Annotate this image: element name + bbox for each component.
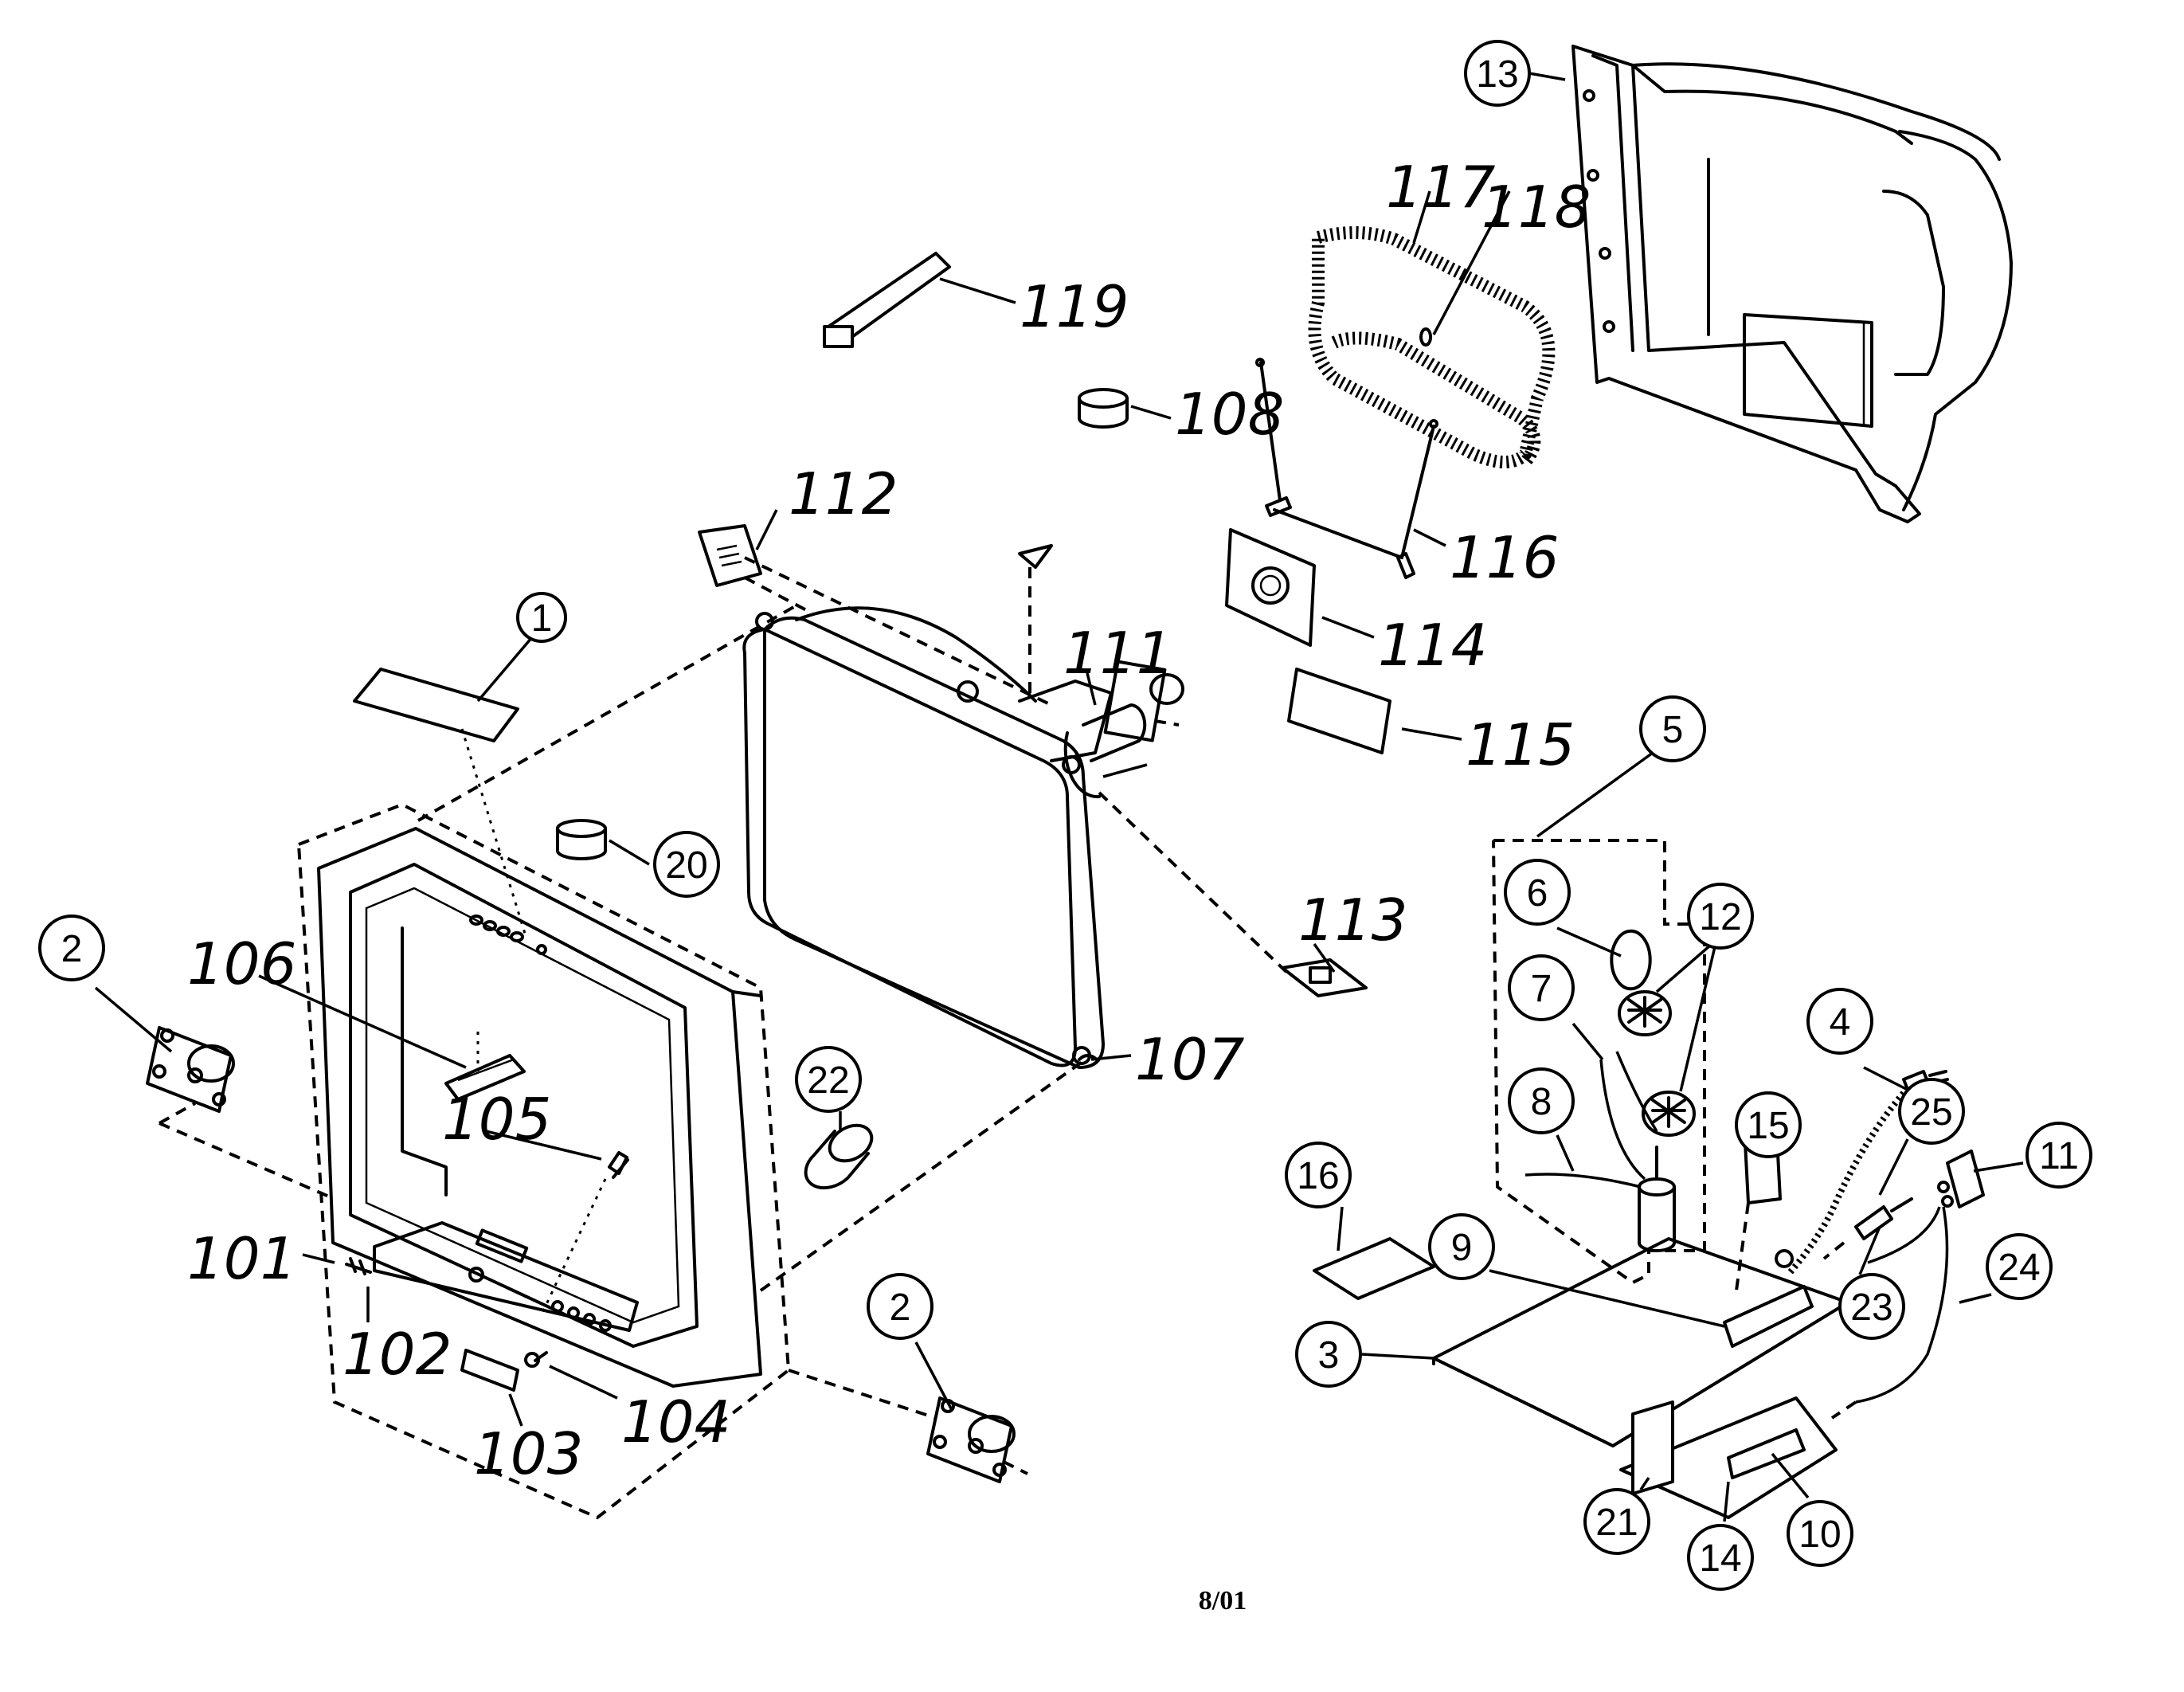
callout-6: 6: [1504, 859, 1571, 926]
svg-text:8: 8: [1531, 1081, 1552, 1123]
part-116-springs: [1255, 358, 1438, 579]
part-2-bracket-right: [788, 1369, 1028, 1483]
callout-25: 25: [1898, 1078, 1965, 1145]
label-115: 115: [1466, 711, 1575, 778]
svg-text:21: 21: [1595, 1502, 1638, 1544]
callout-12: 12: [1687, 883, 1754, 950]
part-104-knob: [524, 1351, 548, 1368]
label-111: 111: [1063, 620, 1172, 687]
callout-2-left: 2: [38, 915, 105, 981]
part-11-connector: [1830, 1150, 1985, 1420]
tube-neck-yoke: [1018, 660, 1184, 799]
part-1-label-strip: [353, 668, 527, 937]
callout-21: 21: [1583, 1488, 1650, 1555]
svg-text:3: 3: [1318, 1334, 1340, 1377]
svg-text:20: 20: [665, 844, 707, 887]
svg-text:2: 2: [890, 1287, 911, 1329]
label-118: 118: [1481, 174, 1591, 241]
circled-callouts: 1 2 2 3 4 5 6 7 8 9 10 11 12 13 14 15 16…: [38, 40, 2092, 1591]
label-108: 108: [1175, 381, 1284, 448]
leader-lines: [94, 72, 2024, 1522]
label-113: 113: [1298, 887, 1407, 954]
svg-text:4: 4: [1830, 1001, 1851, 1044]
revision-date: 8/01: [1199, 1586, 1247, 1616]
svg-text:24: 24: [1998, 1247, 2040, 1289]
degauss-coil: [1308, 226, 1556, 468]
part-114-board: [1225, 528, 1316, 647]
handwritten-callouts: 101 102 103 104 105 106 107 108 111 112 …: [187, 154, 1591, 1487]
picture-tube: [417, 524, 1368, 1292]
rear-cabinet: [1571, 45, 2013, 523]
svg-text:16: 16: [1297, 1155, 1339, 1197]
callout-7: 7: [1508, 954, 1575, 1021]
label-114: 114: [1378, 612, 1487, 679]
svg-text:13: 13: [1476, 53, 1518, 96]
svg-text:15: 15: [1747, 1105, 1789, 1147]
label-101: 101: [187, 1225, 296, 1292]
label-117: 117: [1386, 154, 1496, 221]
callout-24: 24: [1986, 1233, 2053, 1300]
part-16-sheet: [1313, 1237, 1435, 1300]
part-9-block: [1723, 1285, 1814, 1348]
callout-9: 9: [1428, 1213, 1495, 1280]
svg-text:25: 25: [1910, 1091, 1952, 1134]
part-106-bracket: [444, 1032, 526, 1101]
callout-2-right: 2: [867, 1273, 933, 1340]
part-2-bracket-left: [146, 1026, 335, 1200]
part-102-screw: [345, 1257, 372, 1275]
part-6-ring: [1610, 929, 1652, 991]
svg-text:7: 7: [1531, 968, 1552, 1010]
svg-text:2: 2: [61, 928, 83, 970]
svg-text:6: 6: [1527, 872, 1548, 915]
svg-text:1: 1: [531, 597, 553, 640]
part-103-panel: [460, 1349, 519, 1392]
front-cabinet-assembly: [296, 802, 791, 1520]
callout-14: 14: [1687, 1524, 1754, 1591]
part-20-cap: [556, 819, 607, 860]
callout-20: 20: [653, 831, 720, 898]
callout-16: 16: [1285, 1142, 1352, 1208]
label-102: 102: [342, 1321, 452, 1388]
part-108-cap: [1078, 388, 1129, 429]
part-113-clip: [1098, 791, 1368, 997]
callout-4: 4: [1806, 988, 1873, 1055]
callout-10: 10: [1787, 1500, 1853, 1567]
chassis-assembly: [1313, 839, 1985, 1519]
label-104: 104: [621, 1388, 730, 1455]
tube-clip-top: [1018, 544, 1053, 701]
label-112: 112: [789, 460, 898, 527]
callout-11: 11: [2025, 1122, 2092, 1189]
callout-23: 23: [1838, 1273, 1905, 1340]
part-115-block: [1287, 668, 1391, 754]
svg-text:14: 14: [1699, 1537, 1741, 1580]
part-12-anode-caps: [1618, 990, 1696, 1137]
callout-3: 3: [1295, 1321, 1362, 1388]
callout-15: 15: [1735, 1091, 1802, 1158]
callout-8: 8: [1508, 1067, 1575, 1134]
svg-text:23: 23: [1850, 1287, 1892, 1329]
svg-text:11: 11: [2039, 1135, 2079, 1177]
label-105: 105: [442, 1086, 551, 1153]
label-119: 119: [1020, 273, 1129, 340]
label-106: 106: [187, 930, 296, 997]
part-112-bracket: [698, 524, 813, 615]
callout-22: 22: [795, 1046, 862, 1113]
callout-5: 5: [1639, 695, 1706, 762]
callout-1: 1: [516, 592, 567, 643]
svg-text:10: 10: [1798, 1514, 1841, 1556]
label-103: 103: [474, 1420, 583, 1487]
part-119-strip: [823, 252, 951, 348]
svg-text:12: 12: [1699, 896, 1741, 938]
label-116: 116: [1450, 524, 1559, 591]
top-grille-holes: [469, 915, 547, 955]
svg-text:5: 5: [1662, 709, 1684, 751]
svg-text:22: 22: [807, 1059, 849, 1102]
label-107: 107: [1135, 1026, 1245, 1093]
part-105-clip: [540, 1151, 629, 1315]
part-22-cylinder: [804, 1123, 874, 1190]
svg-text:9: 9: [1451, 1227, 1473, 1269]
callout-13: 13: [1464, 40, 1531, 107]
